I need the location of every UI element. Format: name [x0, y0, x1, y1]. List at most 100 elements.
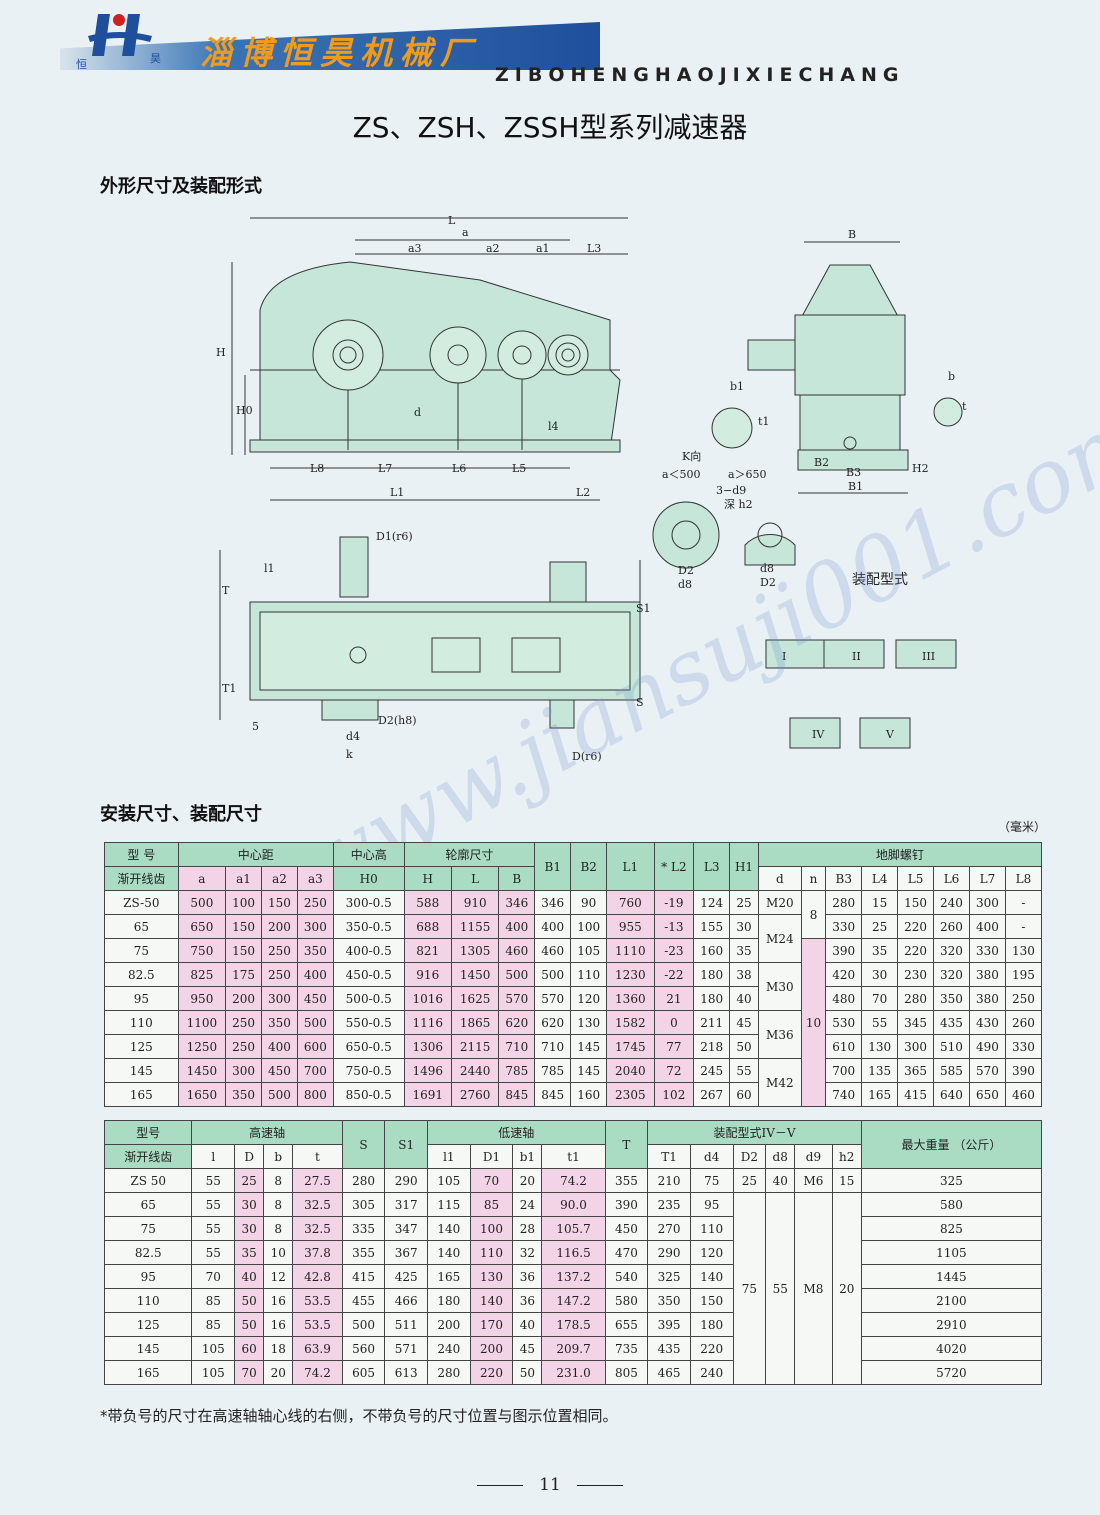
table-cell: 82.5	[104, 962, 179, 987]
table-cell: 16	[263, 1312, 294, 1337]
svg-text:D2: D2	[760, 576, 776, 589]
technical-drawings: L a a3 a2 a1 L3 H H0 L8 L7 L6 L5 L1 L2 d…	[216, 214, 967, 763]
table-cell: 36	[512, 1288, 543, 1313]
table-cell: 955	[606, 914, 655, 939]
table-cell: ZS 50	[103, 1168, 193, 1193]
table-cell: 280	[341, 1168, 386, 1193]
table-cell: 400	[296, 962, 334, 987]
table-cell: 346	[534, 890, 572, 915]
table-cell: 55	[191, 1192, 236, 1217]
table-cell: 1306	[403, 1034, 452, 1059]
svg-text:L6: L6	[452, 462, 466, 475]
col-header-L8: L8	[1004, 866, 1043, 891]
col-header-bolt: 地脚螺钉	[757, 842, 1043, 867]
table-cell: 1625	[450, 986, 500, 1011]
table-cell: 330	[825, 914, 863, 939]
table-cell: 105	[191, 1336, 236, 1361]
svg-text:L2: L2	[576, 486, 590, 499]
col-header-a: a	[177, 866, 227, 891]
table-cell: 588	[403, 890, 452, 915]
table-cell: 821	[403, 938, 452, 963]
table-cell: 460	[534, 938, 572, 963]
table-cell: 415	[341, 1264, 386, 1289]
svg-text:L8: L8	[310, 462, 324, 475]
table-cell: 570	[498, 986, 536, 1011]
table-cell-n: 10	[800, 938, 827, 1107]
table-cell: 760	[606, 890, 655, 915]
table-cell: 1582	[606, 1010, 655, 1035]
table-cell: 70	[861, 986, 899, 1011]
front-view-drawing: L a a3 a2 a1 L3 H H0 L8 L7 L6 L5 L1 L2 d…	[216, 214, 628, 501]
table-cell: 330	[1004, 1034, 1043, 1059]
col-header-model: 型号	[103, 1120, 193, 1145]
svg-text:深 h2: 深 h2	[724, 498, 753, 511]
table-cell: 500	[261, 1082, 298, 1107]
table-cell: 415	[897, 1082, 935, 1107]
table-cell: 230	[897, 962, 935, 987]
table-cell: -22	[653, 962, 695, 987]
table-cell: 140	[469, 1288, 514, 1313]
table-cell: 400	[968, 914, 1006, 939]
table-cell: 50	[234, 1288, 265, 1313]
col-header-outline: 轮廓尺寸	[403, 842, 536, 867]
table-cell: 45	[729, 1010, 759, 1035]
table-cell: 250	[261, 962, 298, 987]
table-cell: 650-0.5	[332, 1034, 405, 1059]
table-cell: 124	[693, 890, 731, 915]
svg-text:B: B	[848, 228, 856, 241]
col-header-H0: H0	[332, 866, 405, 891]
side-view-drawing: B b1 t1 b t B2 B3 H2 B1	[711, 228, 967, 494]
svg-text:a3: a3	[408, 242, 422, 255]
table-cell: 211	[693, 1010, 731, 1035]
table-cell: 145	[104, 1058, 179, 1083]
table-cell: 317	[384, 1192, 429, 1217]
svg-text:L3: L3	[587, 242, 601, 255]
table-cell: 450	[261, 1058, 298, 1083]
table-cell: 95	[104, 986, 179, 1011]
table-cell: 420	[825, 962, 863, 987]
svg-text:d8: d8	[678, 578, 692, 591]
svg-text:H: H	[216, 346, 226, 359]
col-header-d9: d9	[794, 1144, 833, 1169]
table-cell: 60	[729, 1082, 759, 1107]
table-cell: 845	[534, 1082, 572, 1107]
table-cell: 75	[689, 1168, 734, 1193]
table-cell: 450	[604, 1216, 649, 1241]
table-cell: 130	[469, 1264, 514, 1289]
table-cell: 90.0	[541, 1192, 606, 1217]
table-cell: 75	[104, 938, 179, 963]
table-cell: 140	[427, 1240, 471, 1265]
col-header-D2: D2	[732, 1144, 767, 1169]
table-cell: 367	[384, 1240, 429, 1265]
table-cell: 750	[177, 938, 227, 963]
col-header-center-height: 中心高	[332, 842, 405, 867]
col-header-assembly: 装配型式IV－V	[647, 1120, 862, 1145]
table-cell: 2760	[450, 1082, 500, 1107]
svg-text:L7: L7	[378, 462, 392, 475]
table-cell: 466	[384, 1288, 429, 1313]
table-cell-weight: 4020	[860, 1336, 1043, 1361]
table-cell: 540	[604, 1264, 649, 1289]
table-cell: 150	[689, 1288, 734, 1313]
table-cell: 470	[604, 1240, 649, 1265]
table-cell-weight: 5720	[860, 1360, 1043, 1385]
table-cell: 8	[263, 1192, 294, 1217]
table-cell: 300	[897, 1034, 935, 1059]
table-cell: 160	[570, 1082, 608, 1107]
col-header-B2: B2	[570, 842, 608, 891]
table-cell: 235	[647, 1192, 691, 1217]
table-cell: 688	[403, 914, 452, 939]
table-cell-d8: 55	[765, 1192, 796, 1385]
table-cell: 32.5	[292, 1216, 343, 1241]
table-cell: 350	[261, 1010, 298, 1035]
svg-text:d: d	[414, 406, 421, 419]
table-cell-d: M30	[757, 962, 802, 1011]
table-cell: 270	[647, 1216, 691, 1241]
